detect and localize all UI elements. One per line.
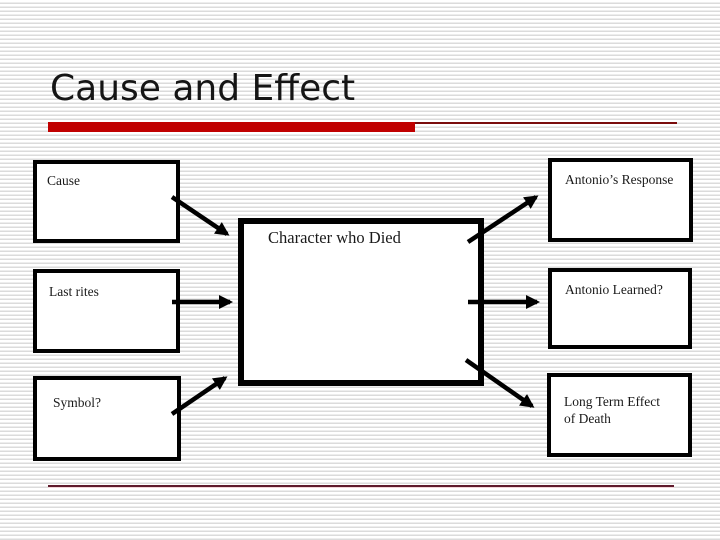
antonio-learned-box: Antonio Learned? bbox=[548, 268, 692, 349]
cause-box: Cause bbox=[33, 160, 180, 243]
last-rites-box-label: Last rites bbox=[49, 284, 99, 299]
character-who-died-label: Character who Died bbox=[268, 228, 401, 247]
arrow-cause-to-center bbox=[170, 195, 230, 236]
cause-box-label: Cause bbox=[47, 173, 80, 188]
title-underline-bar bbox=[48, 122, 415, 132]
last-rites-box: Last rites bbox=[33, 269, 180, 353]
long-term-effect-box: Long Term Effect of Death bbox=[547, 373, 692, 457]
character-who-died-box: Character who Died bbox=[238, 218, 484, 386]
symbol-box: Symbol? bbox=[33, 376, 181, 461]
title-underline-thin-line bbox=[415, 122, 677, 124]
symbol-box-label: Symbol? bbox=[53, 395, 102, 410]
slide-title: Cause and Effect bbox=[50, 68, 356, 109]
antonio-learned-label: Antonio Learned? bbox=[565, 282, 663, 297]
antonios-response-box: Antonio’s Response bbox=[548, 158, 693, 242]
long-term-effect-label: Long Term Effect of Death bbox=[564, 394, 661, 426]
antonios-response-label: Antonio’s Response bbox=[565, 172, 674, 187]
footer-divider-line bbox=[48, 485, 674, 488]
